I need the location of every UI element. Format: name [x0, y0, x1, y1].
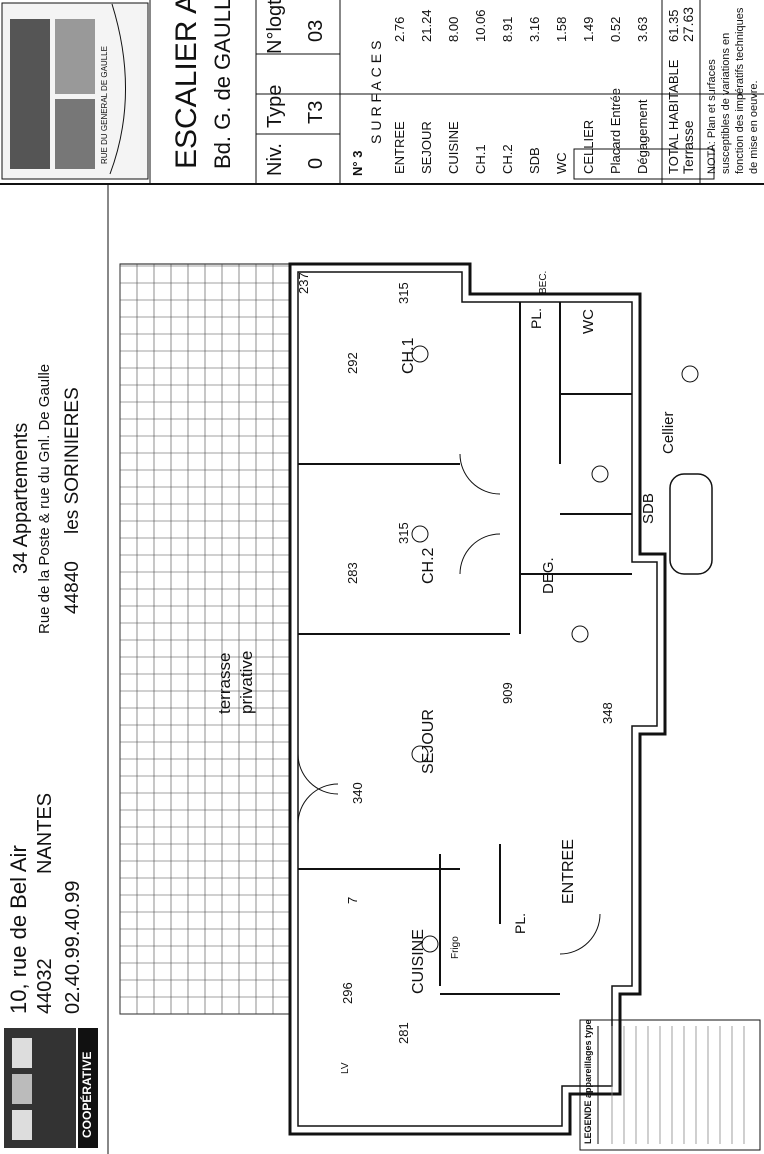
terrace-label-2: privative — [237, 650, 256, 714]
surface-row-label: CUISINE — [446, 121, 461, 174]
address-line: 10, rue de Bel Air — [6, 845, 31, 1014]
header-niv: Niv. — [264, 143, 286, 176]
header-type: Type — [264, 84, 286, 128]
surface-row-value: 21.24 — [419, 9, 434, 42]
terrasse-value: 27.63 — [680, 6, 696, 42]
frigo-label: Frigo — [450, 936, 461, 959]
room-pl-entree: PL. — [512, 912, 528, 934]
dim-315-ch2: 315 — [396, 522, 411, 544]
map-street-label: RUE DU GENERAL DE GAULLE — [100, 46, 109, 164]
surface-row-label: CH.2 — [500, 144, 515, 174]
note-line-1: NOTA: Plan et surfaces — [706, 59, 718, 174]
total-value: 61.35 — [666, 9, 681, 42]
value-type: T3 — [305, 100, 327, 124]
dim-237: 237 — [296, 272, 311, 294]
total-label: TOTAL HABITABLE — [666, 59, 681, 174]
surface-row-value: 1.49 — [581, 16, 596, 42]
dim-340: 340 — [350, 782, 365, 804]
surface-row-label: Placard Entrée — [608, 88, 623, 174]
surface-row-label: CELLIER — [581, 119, 596, 174]
surface-row-label: SDB — [527, 147, 542, 174]
room-pl-ch1: PL. — [528, 307, 544, 329]
site-map — [1, 2, 149, 180]
header-nlogt: N°logt. — [264, 0, 286, 54]
surface-row-value: 10.06 — [473, 9, 488, 42]
info-box-frame — [0, 0, 764, 185]
dim-348: 348 — [600, 702, 615, 724]
legend-box — [579, 1019, 761, 1151]
note-line-2: susceptibles de variations en — [720, 32, 732, 174]
surface-row-value: 2.76 — [392, 16, 407, 42]
room-ch1: CH.1 — [400, 337, 417, 374]
project-city: les SORINIERES — [62, 387, 83, 534]
logo-label: COOPÉRATIVE — [80, 1051, 94, 1138]
note-line-3: fonction des impératifs techniques — [734, 7, 746, 174]
surface-row-label: SEJOUR — [419, 121, 434, 174]
project-count: 34 Appartements — [10, 422, 32, 574]
note-line-4: de mise en oeuvre. — [748, 80, 760, 174]
logo — [4, 1028, 98, 1148]
surface-row-value: 8.00 — [446, 16, 461, 42]
electrical-symbols — [411, 345, 699, 953]
surface-row-value: 1.58 — [554, 16, 569, 42]
dim-909: 909 — [500, 682, 515, 704]
street-title: Bd. G. de GAULLE — [210, 0, 235, 169]
surfaces-title: SURFACES — [368, 36, 384, 144]
terrasse-label: Terrasse — [680, 120, 696, 174]
dim-296: 296 — [340, 982, 355, 1004]
city-name: NANTES — [34, 792, 56, 874]
city-postcode: 44032 — [34, 958, 56, 1014]
lv-label: LV — [340, 1062, 351, 1075]
lot-number: N° 3 — [350, 150, 365, 176]
room-wc: WC — [580, 309, 597, 334]
dim-283: 283 — [345, 562, 360, 584]
walls — [288, 262, 713, 1136]
escalier-title: ESCALIER A — [170, 0, 203, 169]
surface-row-value: 3.63 — [635, 16, 650, 42]
surface-row-value: 0.52 — [608, 16, 623, 42]
dim-315-ch1: 315 — [396, 282, 411, 304]
room-ch2: CH.2 — [420, 547, 437, 584]
room-sejour: SEJOUR — [420, 709, 437, 774]
room-cuisine: CUISINE — [410, 929, 427, 994]
project-streets: Rue de la Poste & rue du Gnl. De Gaulle — [36, 363, 53, 634]
surface-row-value: 3.16 — [527, 16, 542, 42]
dim-7: 7 — [345, 896, 360, 904]
value-nlogt: 03 — [305, 19, 327, 42]
project-postcode: 44840 — [62, 561, 83, 614]
terrace-label-1: terrasse — [215, 652, 234, 714]
surface-row-label: Dégagement — [635, 99, 650, 174]
legend-title: LEGENDE appareillages type — [583, 1019, 593, 1144]
surface-row-label: WC — [554, 152, 569, 174]
room-entree: ENTREE — [560, 839, 577, 904]
dim-292: 292 — [345, 352, 360, 374]
bec-label: BEC. — [538, 270, 549, 294]
surface-row-label: CH.1 — [473, 144, 488, 174]
room-deg: DEG. — [540, 557, 557, 594]
phone: 02.40.99.40.99 — [62, 880, 84, 1014]
surface-row-label: ENTREE — [392, 121, 407, 174]
surface-row-value: 8.91 — [500, 16, 515, 42]
room-sdb: SDB — [640, 493, 657, 524]
room-cellier: Cellier — [660, 411, 677, 454]
value-niv: 0 — [305, 157, 327, 169]
dim-281: 281 — [396, 1022, 411, 1044]
